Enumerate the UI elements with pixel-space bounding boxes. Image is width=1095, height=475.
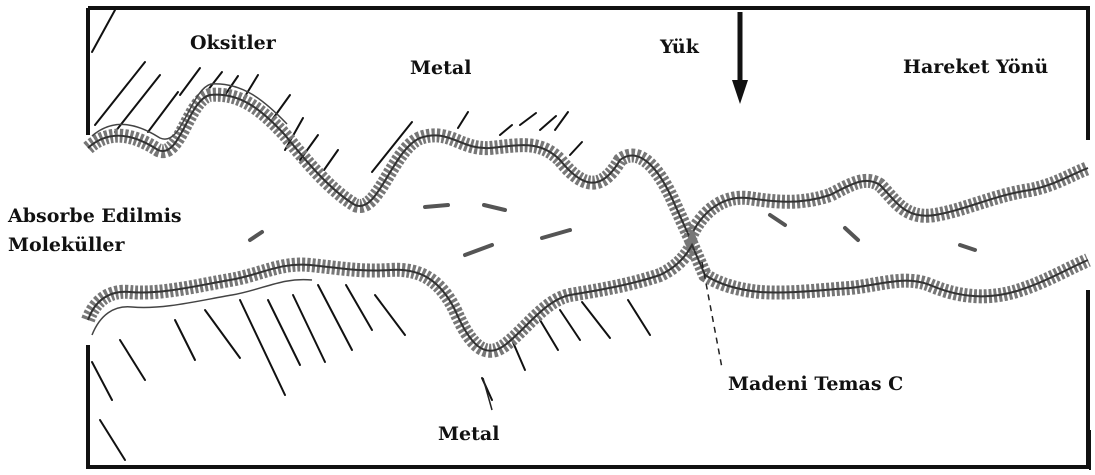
load-label: Yük [660,38,699,57]
lower-metal-hatching [92,285,650,460]
metallic-contact-label: Madeni Temas C [728,375,903,394]
metal-bottom-leader [483,378,492,410]
upper-surface-band [88,84,1088,238]
load-arrow [732,12,748,104]
absorbed-molecules-label-line2: Moleküller [8,236,125,255]
oxides-label: Oksitler [190,34,276,53]
lower-surface-band [88,245,1088,351]
metal-top-label: Metal [410,59,471,78]
absorbed-molecules [250,205,975,255]
metal-bottom-label: Metal [438,425,499,444]
motion-direction-label: Hareket Yönü [903,58,1048,77]
absorbed-molecules-label-line1: Absorbe Edilmis [8,207,182,226]
